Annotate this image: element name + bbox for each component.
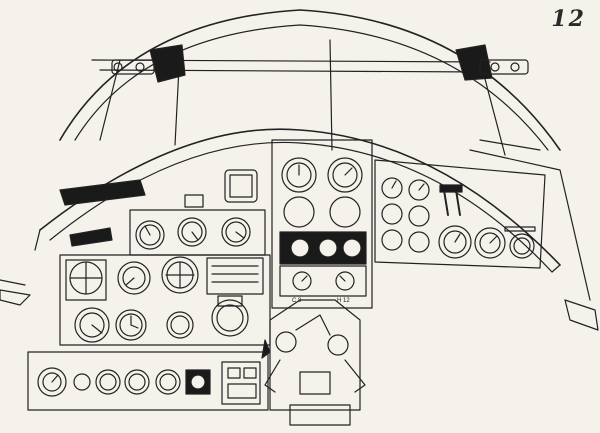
center-instrument-panel [271,139,373,309]
gauge-label-right: H 12 [337,298,350,304]
lower-console [27,351,269,411]
right-bracket [564,299,599,331]
page-number: 12 [551,6,586,32]
control-column [261,299,366,426]
gauge-label-left: C 8 [292,298,302,304]
left-instrument-panel [59,169,271,346]
right-instrument-panel [374,159,546,269]
left-rail [0,179,146,306]
canopy-latch-right [455,44,529,81]
canopy-latch-left [111,44,186,83]
